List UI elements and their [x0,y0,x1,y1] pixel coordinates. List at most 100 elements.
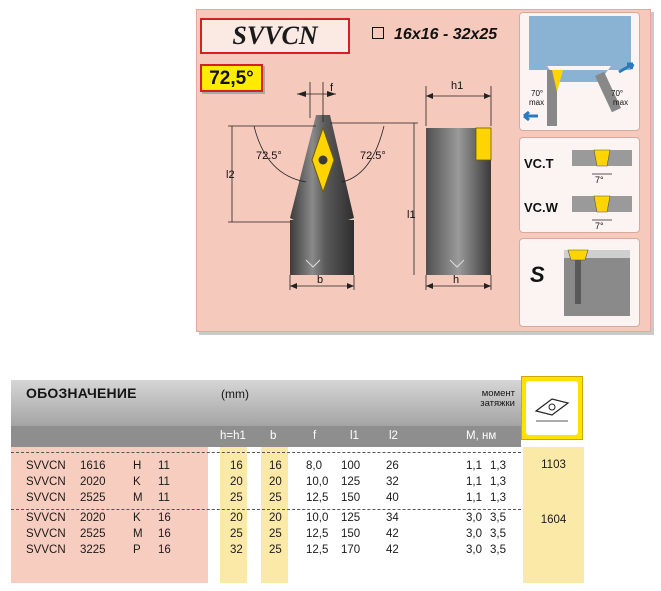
b-column-bg [261,447,288,583]
cell-code: SVVCN [26,544,66,556]
cell-h-code: M [133,492,143,504]
unit-label: (mm) [221,387,249,401]
torque-label-line-1: момент [481,388,515,399]
designation-column-bg [11,447,208,583]
cell-f: 10,0 [306,476,329,488]
b-arrow-left [290,283,297,289]
left-feed-arrow-icon [523,110,538,122]
cell-b: 25 [269,528,282,540]
insert-section-1-angle: 7° [595,175,604,185]
approach-angle-badge: 72,5° [200,64,263,92]
h-column-bg [220,447,247,583]
cell-h: 25 [230,492,243,504]
cell-torque-max: 1,3 [490,492,506,504]
left-angle-arc [253,125,307,183]
insert-vc-outline [534,398,570,416]
dim-label-b: b [317,274,323,286]
cell-l2: 42 [386,528,399,540]
insert-vc-icon [534,398,570,422]
h1-arrow-right [484,93,491,99]
col-header-l1: l1 [350,430,359,442]
insert-section-2-chip [593,195,611,213]
col-header-l2: l2 [389,430,398,442]
mini-insert-left [552,70,563,92]
cell-l2: 26 [386,460,399,472]
column-header-bar [11,426,521,447]
cell-f: 12,5 [306,492,329,504]
cell-h-code: H [133,460,142,472]
cell-size: 1616 [80,460,106,472]
cell-torque-min: 3,0 [466,528,482,540]
insert-ref-column-bg [523,447,584,583]
dim-label-h: h [453,274,459,286]
cell-l2: 32 [386,476,399,488]
cell-h: 32 [230,544,243,556]
cell-length: 11 [158,476,170,488]
side-break-mark [449,259,465,268]
b-arrow-right [347,283,354,289]
cell-b: 25 [269,492,282,504]
cell-l2: 40 [386,492,399,504]
cell-l1: 150 [341,528,361,540]
screw-clamp-diagram [564,249,630,316]
cell-torque-min: 3,0 [466,512,482,524]
cell-b: 25 [269,544,282,556]
clamp-screw [575,260,581,304]
cell-code: SVVCN [26,460,66,472]
cell-size: 2525 [80,528,106,540]
cell-length: 11 [158,460,170,472]
cell-h: 20 [230,512,243,524]
dim-label-h1: h1 [451,80,463,92]
size-range-value: 16x16 - 32x25 [394,26,498,43]
row-divider [11,452,521,453]
torque-label: момент затяжки [430,389,515,409]
cell-b: 20 [269,512,282,524]
col-header-h: h=h1 [220,430,246,442]
cell-f: 12,5 [306,528,329,540]
cell-torque-min: 3,0 [466,544,482,556]
profile-angle-1-max: max [529,98,544,107]
designation-heading: ОБОЗНАЧЕНИЕ [26,385,137,401]
size-range: 16x16 - 32x25 [372,26,497,44]
cell-torque-max: 3,5 [490,544,506,556]
cell-b: 20 [269,476,282,488]
insert-hole [318,155,328,165]
cell-l1: 170 [341,544,361,556]
cell-l2: 34 [386,512,399,524]
insert-vc-hole [548,403,556,411]
profile-angle-1: 70° [531,89,543,98]
insert-section-2-angle: 7° [595,221,604,230]
mini-tool-left [547,70,557,126]
profiling-diagram: 70° max 70° max [523,16,635,126]
break-mark [305,259,321,268]
cell-length: 16 [158,528,171,540]
cell-size: 2020 [80,476,106,488]
cell-size: 3225 [80,544,106,556]
cell-h: 25 [230,528,243,540]
cell-l1: 125 [341,512,361,524]
cell-l1: 125 [341,476,361,488]
cell-h: 20 [230,476,243,488]
cell-code: SVVCN [26,492,66,504]
torque-label-line-2: затяжки [480,398,515,409]
dim-label-f: f [330,82,334,94]
side-view [425,86,492,290]
insert-type-2-label: VC.W [524,200,558,215]
profile-angle-2: 70° [611,89,623,98]
cell-f: 10,0 [306,512,329,524]
clamp-type-label: S [530,262,545,287]
holder-shank [290,220,354,275]
cell-torque-max: 1,3 [490,476,506,488]
cell-b: 16 [269,460,282,472]
cell-torque-min: 1,1 [466,492,482,504]
insert-type-1-label: VC.T [524,156,554,171]
h1-arrow-left [426,93,433,99]
group-divider [11,509,521,510]
insert-sections-diagram: 7° 7° [572,149,632,230]
clamp-top [564,250,630,258]
profile-angle-2-max: max [613,98,628,107]
h-arrow-left [426,283,433,289]
